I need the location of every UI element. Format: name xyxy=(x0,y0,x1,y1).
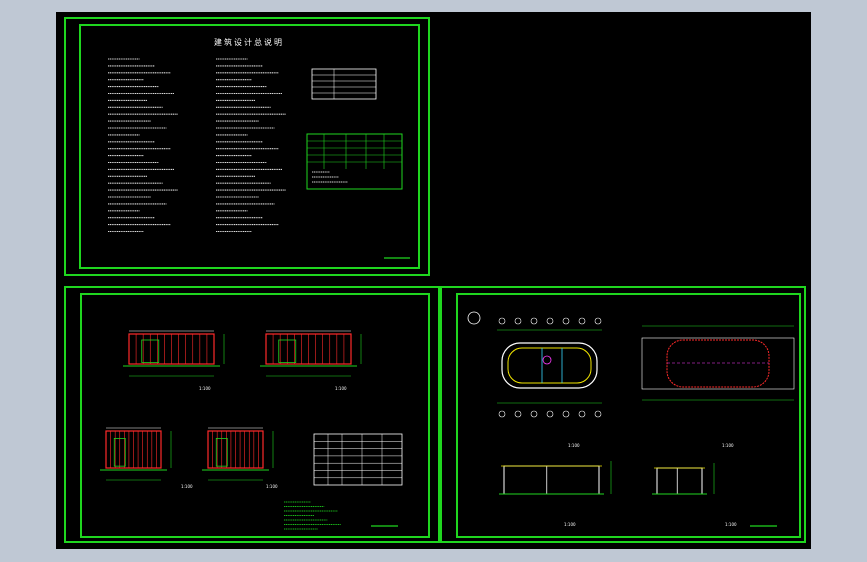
north-arrow xyxy=(467,311,481,325)
floor-plan-wall xyxy=(507,347,592,384)
elevation-scale-2: 1:100 xyxy=(335,386,347,391)
section-2 xyxy=(656,467,703,495)
plan-scale-1: 1:100 xyxy=(568,443,580,448)
plan-scale-3: 1:100 xyxy=(564,522,576,527)
axis-bubble xyxy=(530,410,538,418)
floor-plan-fixture xyxy=(542,355,552,365)
elevation-scale-3: 1:100 xyxy=(181,484,193,489)
elevation-back-door xyxy=(278,339,297,363)
elevations-linework xyxy=(100,330,403,530)
axis-bubble xyxy=(594,317,602,325)
axis-bubble xyxy=(546,317,554,325)
elevation-scale-1: 1:100 xyxy=(199,386,211,391)
elevation-left-door xyxy=(113,437,126,467)
axis-bubble xyxy=(562,317,570,325)
plan-scale-2: 1:100 xyxy=(722,443,734,448)
drawing-canvas[interactable]: 建筑设计总说明 1:100 1:100 1:100 1:100 1:100 1:… xyxy=(56,12,811,549)
sheet-plans-inner-frame xyxy=(456,293,801,538)
elevation-scale-4: 1:100 xyxy=(266,484,278,489)
axis-bubble xyxy=(530,317,538,325)
design-notes-linework xyxy=(108,58,410,259)
plans-linework xyxy=(467,311,795,527)
axis-bubble xyxy=(562,410,570,418)
axis-bubble xyxy=(594,410,602,418)
sheet-elevations[interactable]: 1:100 1:100 1:100 1:100 xyxy=(64,286,440,543)
sheet-design-notes[interactable]: 建筑设计总说明 xyxy=(64,17,430,276)
axis-bubble xyxy=(546,410,554,418)
axis-bubble xyxy=(578,317,586,325)
section-1 xyxy=(503,465,600,495)
axis-bubble xyxy=(514,410,522,418)
schedule-table xyxy=(313,433,403,486)
finish-table xyxy=(306,133,403,190)
sheet-design-notes-title: 建筑设计总说明 xyxy=(214,38,284,47)
roof-plan-outline xyxy=(666,339,770,388)
sheet-design-notes-inner-frame xyxy=(79,24,420,269)
info-table xyxy=(311,68,377,100)
axis-bubble xyxy=(498,317,506,325)
sheet-elevations-inner-frame xyxy=(80,293,430,538)
roof-plan-boundary xyxy=(641,337,795,390)
plan-scale-4: 1:100 xyxy=(725,522,737,527)
sheet-plans[interactable]: 1:100 1:100 1:100 1:100 xyxy=(440,286,806,543)
elevation-right-door xyxy=(215,437,228,467)
axis-bubble xyxy=(578,410,586,418)
axis-bubble xyxy=(498,410,506,418)
axis-bubble xyxy=(514,317,522,325)
elevation-front-door xyxy=(141,339,160,363)
floor-plan-outline xyxy=(501,342,598,389)
